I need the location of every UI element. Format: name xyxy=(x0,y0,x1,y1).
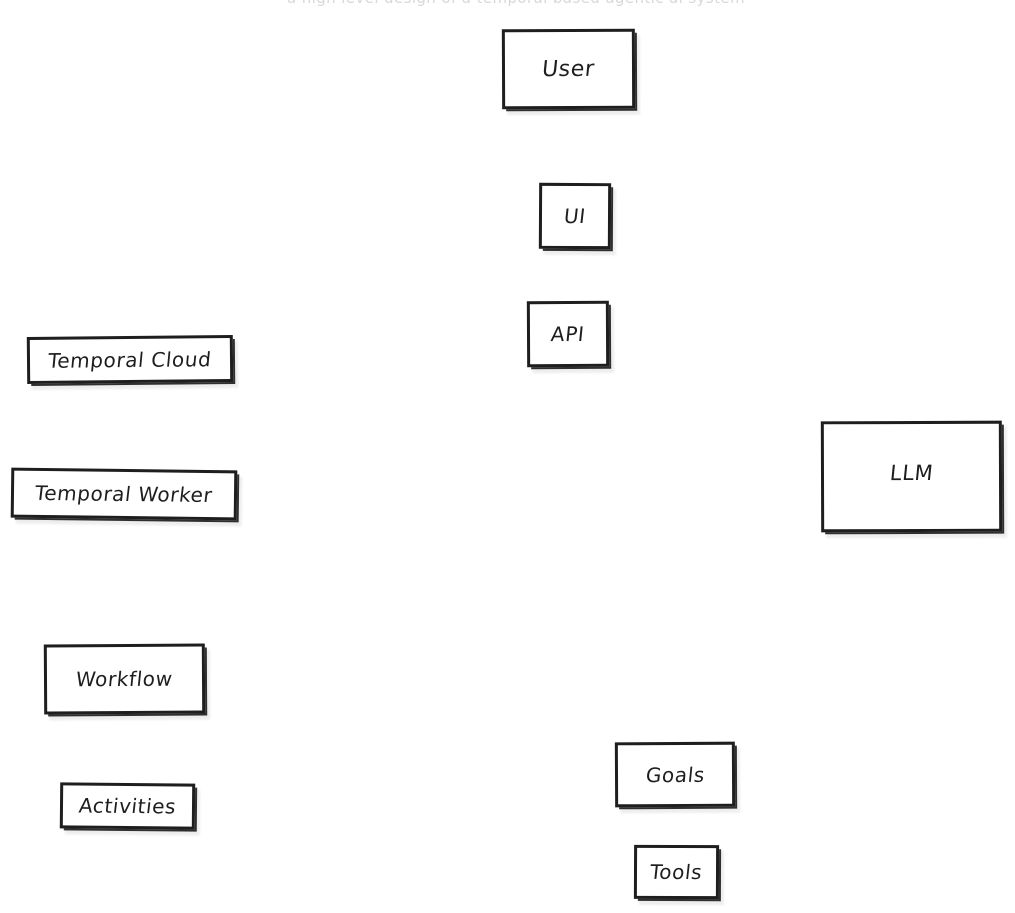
node-user-label: User xyxy=(540,56,597,82)
node-temporal-worker-label: Temporal Worker xyxy=(33,480,215,508)
node-ui[interactable]: UI xyxy=(538,182,612,250)
node-temporal-worker[interactable]: Temporal Worker xyxy=(10,467,238,521)
node-temporal-cloud[interactable]: Temporal Cloud xyxy=(26,335,234,384)
node-activities-label: Activities xyxy=(77,793,178,819)
node-llm-label: LLM xyxy=(888,460,935,485)
node-tools-label: Tools xyxy=(649,859,704,885)
node-ui-label: UI xyxy=(562,203,588,229)
clipped-title-text: a high level design of a temporal based … xyxy=(276,0,756,7)
node-tools[interactable]: Tools xyxy=(633,844,720,900)
node-temporal-cloud-label: Temporal Cloud xyxy=(47,346,213,373)
node-llm[interactable]: LLM xyxy=(820,420,1003,533)
node-user[interactable]: User xyxy=(501,28,636,110)
node-workflow-label: Workflow xyxy=(74,666,174,692)
node-goals-label: Goals xyxy=(644,762,706,787)
node-goals[interactable]: Goals xyxy=(614,741,736,808)
node-api[interactable]: API xyxy=(526,300,610,368)
node-api-label: API xyxy=(550,321,586,347)
node-workflow[interactable]: Workflow xyxy=(43,643,206,715)
node-activities[interactable]: Activities xyxy=(59,782,196,830)
